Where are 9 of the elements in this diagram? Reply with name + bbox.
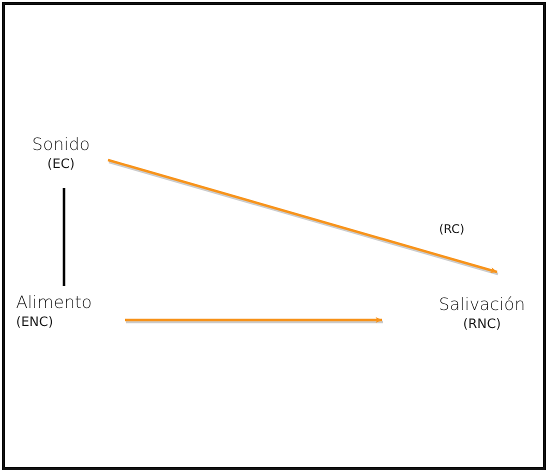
connector-line (62, 188, 66, 286)
abbreviation: (ENC) (16, 314, 54, 332)
abbreviation: (EC) (46, 156, 76, 174)
arrow (125, 317, 383, 324)
term: Salivación (438, 294, 526, 316)
term: Sonido (31, 134, 91, 156)
abbreviation: (RNC) (462, 316, 502, 334)
edge-label: (RC) (439, 222, 464, 236)
term: Alimento (16, 292, 93, 314)
